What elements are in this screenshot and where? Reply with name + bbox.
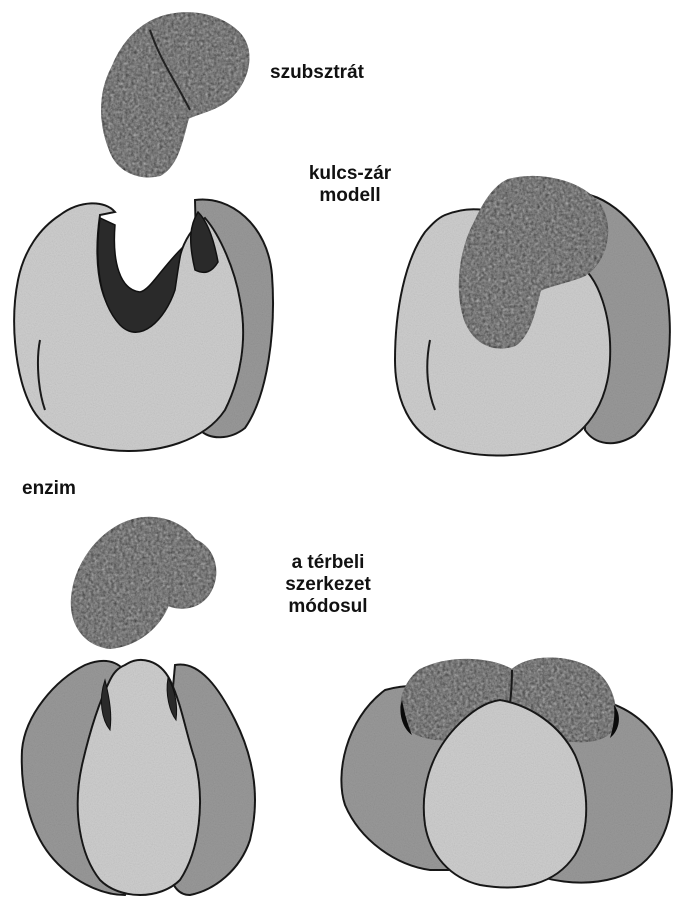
enzyme-lock-top (14, 199, 273, 450)
lock-and-key-label-line1: kulcs-zár (290, 163, 410, 185)
substrate-label: szubsztrát (270, 62, 364, 84)
substrate-top (102, 13, 248, 176)
substrate-bottom (72, 518, 216, 648)
enzyme-substrate-complex-top (395, 177, 670, 455)
induced-fit-label-line2: szerkezet (268, 574, 388, 596)
enzyme-label: enzim (22, 478, 76, 500)
enzyme-substrate-complex-bottom (341, 658, 672, 887)
induced-fit-label-line3: módosul (268, 596, 388, 618)
enzyme-induced-open (22, 660, 255, 895)
induced-fit-label: a térbeli szerkezet módosul (268, 552, 388, 618)
induced-fit-label-line1: a térbeli (268, 552, 388, 574)
lock-and-key-label-line2: modell (290, 185, 410, 207)
lock-and-key-model-label: kulcs-zár modell (290, 163, 410, 207)
